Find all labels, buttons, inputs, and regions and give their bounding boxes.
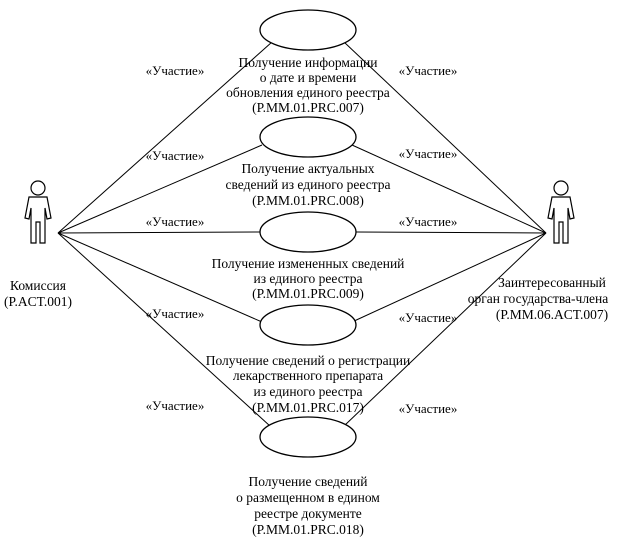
- actor-right-line: (P.MM.06.ACT.007): [496, 307, 608, 322]
- use-case-uc1-ellipse[interactable]: [259, 9, 357, 51]
- use-case-uc4-line: лекарственного препарата: [233, 368, 383, 383]
- use-case-uc2-line: сведений из единого реестра: [225, 177, 390, 192]
- use-case-uc4-line: (P.MM.01.PRC.017): [252, 400, 364, 415]
- actor-left-line: Комиссия: [10, 278, 66, 293]
- use-case-uc1-label: Получение информации о дате и времени об…: [226, 55, 390, 115]
- actor-right-figure[interactable]: [547, 180, 575, 244]
- association-left-uc1: [57, 41, 273, 234]
- use-case-uc4-line: Получение сведений о регистрации: [206, 353, 411, 368]
- association-right-uc3: [355, 231, 547, 234]
- actor-left-body: [24, 196, 52, 244]
- stereotype-labels: «Участие» «Участие» «Участие» «Участие» …: [146, 63, 458, 416]
- actor-right-label: Заинтересованный орган государства-члена…: [468, 275, 609, 322]
- stereotype-label: «Участие»: [399, 310, 458, 325]
- associations-left: [57, 41, 273, 427]
- use-case-uc4-label: Получение сведений о регистрации лекарст…: [206, 353, 411, 415]
- association-left-uc5: [57, 232, 271, 427]
- use-case-uc5-line: Получение сведений: [248, 474, 367, 489]
- use-case-uc3-line: Получение измененных сведений: [212, 256, 405, 271]
- stereotype-label: «Участие»: [146, 398, 205, 413]
- association-right-uc1: [343, 41, 547, 234]
- stereotype-label: «Участие»: [399, 214, 458, 229]
- stereotype-label: «Участие»: [146, 306, 205, 321]
- use-case-uc1-line: Получение информации: [238, 55, 377, 70]
- actor-right-body: [547, 196, 575, 244]
- use-case-uc1-line: обновления единого реестра: [226, 85, 390, 100]
- association-right-uc4: [351, 232, 547, 323]
- association-left-uc4: [57, 232, 263, 323]
- use-case-uc5-line: о размещенном в едином: [236, 490, 380, 505]
- stereotype-label: «Участие»: [399, 401, 458, 416]
- use-case-uc3-line: из единого реестра: [253, 271, 362, 286]
- stereotype-label: «Участие»: [399, 63, 458, 78]
- use-case-uc2-ellipse[interactable]: [259, 116, 357, 158]
- stereotype-label: «Участие»: [146, 63, 205, 78]
- use-case-uc3-line: (P.MM.01.PRC.009): [252, 286, 364, 301]
- stereotype-label: «Участие»: [146, 148, 205, 163]
- use-case-uc5-line: реестре документе: [254, 506, 361, 521]
- association-left-uc2: [57, 144, 263, 234]
- association-right-uc5: [343, 232, 547, 427]
- associations-right: [343, 41, 547, 427]
- actor-right-head: [553, 180, 569, 196]
- use-case-ellipses: [259, 9, 357, 458]
- use-case-uc5-line: (P.MM.01.PRC.018): [252, 522, 364, 537]
- use-case-uc2-label: Получение актуальных сведений из единого…: [225, 161, 390, 208]
- actor-left-figure[interactable]: [24, 180, 52, 244]
- use-case-uc3-ellipse[interactable]: [259, 211, 357, 253]
- association-right-uc2: [351, 144, 547, 234]
- stereotype-label: «Участие»: [146, 214, 205, 229]
- actor-right-line: Заинтересованный: [498, 275, 606, 290]
- use-case-uc5-label: Получение сведений о размещенном в едино…: [236, 474, 380, 537]
- actor-left-head: [30, 180, 46, 196]
- use-case-uc2-line: Получение актуальных: [241, 161, 374, 176]
- use-case-uc3-label: Получение измененных сведений из единого…: [212, 256, 405, 301]
- use-case-uc4-line: из единого реестра: [253, 384, 362, 399]
- actor-left-label: Комиссия (P.ACT.001): [4, 278, 72, 309]
- use-case-uc4-ellipse[interactable]: [259, 304, 357, 346]
- actor-left-line: (P.ACT.001): [4, 294, 72, 309]
- association-left-uc3: [57, 231, 261, 234]
- actor-right-line: орган государства-члена: [468, 291, 609, 306]
- use-case-uc1-line: о дате и времени: [260, 70, 357, 85]
- use-case-uc5-ellipse[interactable]: [259, 416, 357, 458]
- use-case-uc2-line: (P.MM.01.PRC.008): [252, 193, 364, 208]
- stereotype-label: «Участие»: [399, 146, 458, 161]
- use-case-uc1-line: (P.MM.01.PRC.007): [252, 100, 364, 115]
